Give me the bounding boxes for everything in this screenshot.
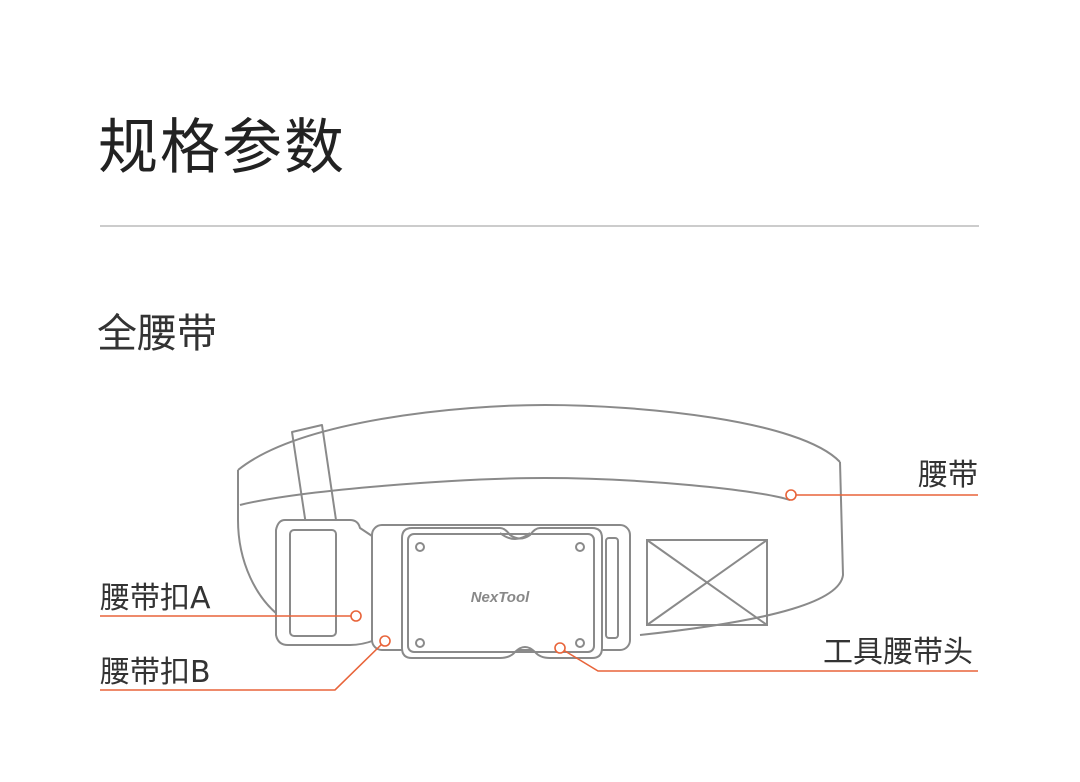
callout-buckle-a: 腰带扣A bbox=[100, 581, 211, 616]
belt-right-side bbox=[639, 461, 844, 636]
marker-tool-head bbox=[554, 642, 566, 654]
belt-left-side bbox=[237, 470, 286, 621]
screw-top-left bbox=[415, 542, 425, 552]
belt-strap bbox=[237, 404, 844, 636]
page-title: 规格参数 bbox=[98, 113, 346, 183]
leader-buckle-b bbox=[100, 640, 386, 691]
marker-buckle-a bbox=[350, 610, 362, 622]
belt-top-edge bbox=[237, 404, 841, 471]
marker-buckle-b bbox=[379, 635, 391, 647]
screw-bottom-left bbox=[415, 638, 425, 648]
leader-tool-head bbox=[559, 647, 978, 672]
section-title: 全腰带 bbox=[97, 311, 217, 357]
belt-patch bbox=[646, 539, 768, 626]
screw-bottom-right bbox=[575, 638, 585, 648]
callout-tool-head: 工具腰带头 bbox=[823, 635, 973, 670]
callout-buckle-b: 腰带扣B bbox=[100, 655, 211, 690]
belt-inner-edge bbox=[239, 477, 791, 506]
marker-belt bbox=[785, 489, 797, 501]
screw-top-right bbox=[575, 542, 585, 552]
patch-cross-b bbox=[646, 539, 768, 626]
patch-frame bbox=[646, 539, 768, 626]
nextool-logo: NexTool bbox=[471, 589, 530, 606]
title-divider bbox=[100, 225, 979, 227]
callout-leaders bbox=[100, 489, 978, 691]
tool-head bbox=[371, 524, 631, 659]
buckle-a bbox=[275, 519, 399, 646]
callout-belt: 腰带 bbox=[918, 458, 978, 493]
